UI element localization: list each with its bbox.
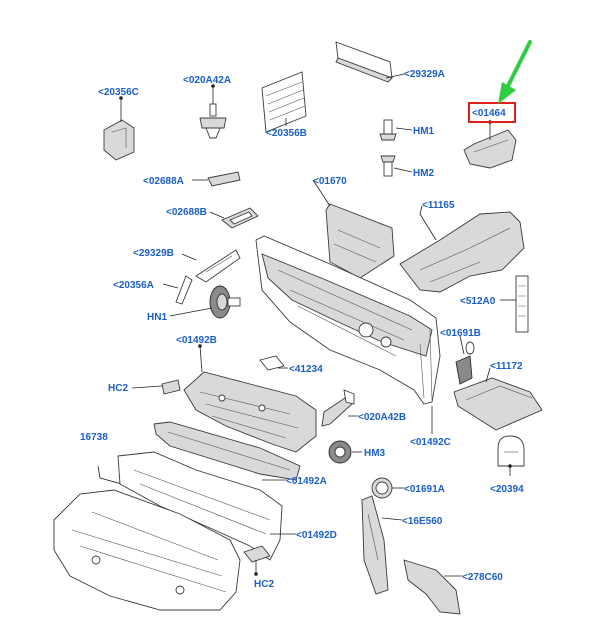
- label-01492C: <01492C: [410, 437, 451, 448]
- part-HN1: [209, 285, 241, 319]
- label-020A42B: <020A42B: [358, 412, 406, 423]
- label-01492A: <01492A: [286, 476, 327, 487]
- label-HM1: HM1: [413, 126, 435, 137]
- part-01670: [325, 203, 395, 279]
- label-16E560: <16E560: [402, 516, 443, 527]
- part-278C60: [403, 559, 461, 615]
- part-HC2-lower: [243, 545, 271, 563]
- part-01464: [463, 129, 517, 169]
- label-01691B: <01691B: [440, 328, 481, 339]
- part-01691B: [455, 341, 475, 385]
- part-lower-insulator: [117, 451, 283, 561]
- leader-lines: [120, 73, 516, 577]
- part-HM2: [380, 155, 396, 177]
- label-512A0: <512A0: [460, 296, 496, 307]
- part-020A42B: [321, 389, 355, 427]
- part-01691A: [371, 477, 393, 499]
- part-20356B: [261, 71, 307, 133]
- label-11165: <11165: [422, 200, 455, 211]
- part-512A0: [515, 275, 529, 333]
- label-41234: <41234: [289, 364, 323, 375]
- part-11172: [453, 377, 543, 431]
- label-HN1: HN1: [147, 312, 167, 323]
- part-01492B: [183, 371, 317, 453]
- label-HC2-upper: HC2: [108, 383, 128, 394]
- part-02688B: [221, 207, 259, 229]
- label-01464: <01464: [472, 108, 506, 119]
- part-16E560: [361, 495, 389, 595]
- label-HM3: HM3: [364, 448, 386, 459]
- part-HC2-upper: [161, 379, 181, 395]
- part-20356C: [103, 119, 135, 161]
- part-29329B: [195, 249, 241, 283]
- label-02688A: <02688A: [143, 176, 184, 187]
- part-01492A: [153, 421, 301, 481]
- part-020A42A: [199, 103, 227, 139]
- label-16738: 16738: [80, 432, 108, 443]
- label-HC2-lower: HC2: [254, 579, 274, 590]
- highlight-box: [468, 102, 516, 123]
- part-dash-panel: [255, 235, 441, 405]
- label-20356C: <20356C: [98, 87, 139, 98]
- label-01691A: <01691A: [404, 484, 445, 495]
- label-01492B: <01492B: [176, 335, 217, 346]
- label-020A42A: <020A42A: [183, 75, 231, 86]
- part-labels: <29329A <20356C <020A42A <20356B <01464 …: [80, 69, 524, 590]
- label-29329B: <29329B: [133, 248, 174, 259]
- part-floor-insulator: [53, 489, 241, 611]
- part-HM1: [379, 119, 397, 141]
- label-01492D: <01492D: [296, 530, 337, 541]
- label-20394: <20394: [490, 484, 524, 495]
- label-20356A: <20356A: [113, 280, 154, 291]
- part-HM3: [328, 440, 352, 464]
- part-29329A: [335, 41, 393, 83]
- part-02688A: [207, 171, 241, 187]
- label-11172: <11172: [490, 361, 523, 372]
- label-29329A: <29329A: [404, 69, 445, 80]
- label-278C60: <278C60: [462, 572, 503, 583]
- label-02688B: <02688B: [166, 207, 207, 218]
- green-arrow-icon: [498, 40, 532, 104]
- part-11165: [399, 211, 525, 293]
- part-20356A: [175, 275, 193, 305]
- part-20394: [497, 435, 525, 467]
- label-20356B: <20356B: [266, 128, 307, 139]
- label-HM2: HM2: [413, 168, 435, 179]
- label-01670: <01670: [313, 176, 347, 187]
- part-41234: [259, 355, 285, 371]
